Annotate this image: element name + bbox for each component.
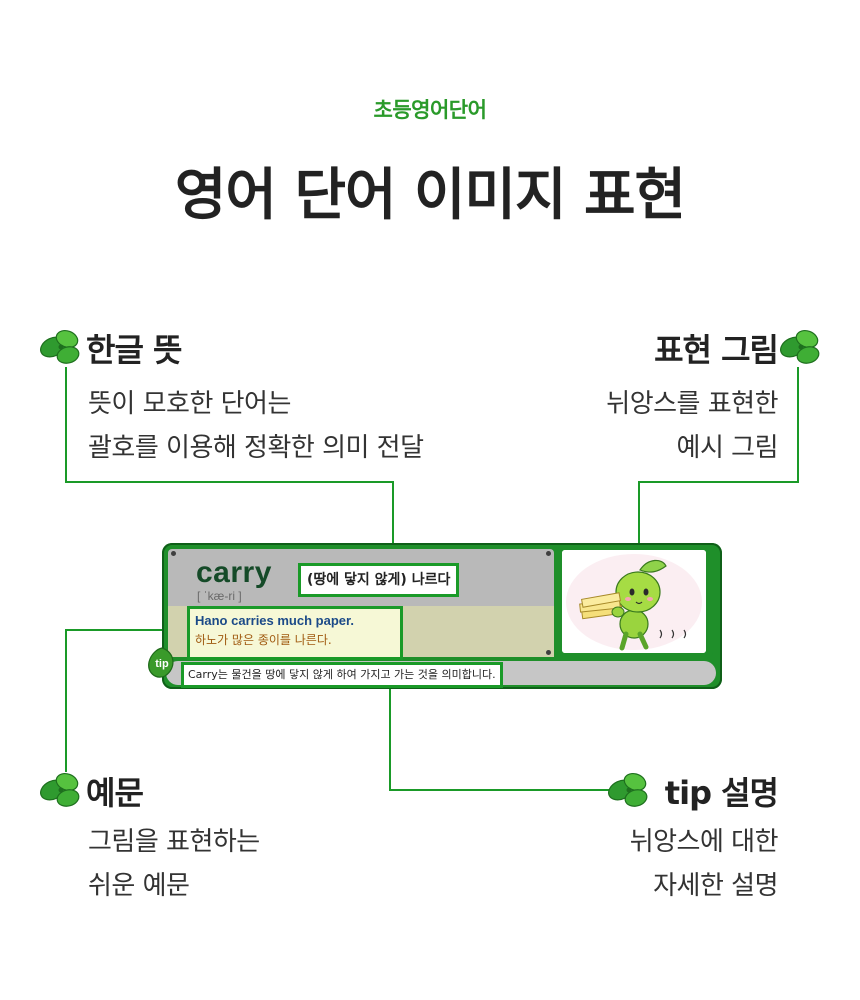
callout-meaning-line-2: 괄호를 이용해 정확한 의미 전달 <box>88 433 424 463</box>
tip-leaf-icon: tip <box>148 647 174 678</box>
card-meaning-box: (땅에 닿지 않게) 나르다 <box>298 563 460 597</box>
rivet <box>546 551 551 556</box>
callout-tip-line-2: 자세한 설명 <box>653 871 778 901</box>
card-word: carry <box>196 556 272 589</box>
clover-leaf-icon <box>40 329 80 364</box>
page-title: 영어 단어 이미지 표현 <box>174 163 686 228</box>
clover-leaf-icon <box>40 772 80 807</box>
card-example-box: Hano carries much paper. 하노가 많은 종이를 나른다. <box>187 606 403 660</box>
callout-image-title: 표현 그림 <box>654 331 779 369</box>
card-picture <box>562 550 706 653</box>
connector-tip <box>389 684 610 791</box>
callout-tip-title: tip 설명 <box>664 774 779 812</box>
callout-image-line-2: 예시 그림 <box>676 433 779 463</box>
clover-leaf-icon <box>608 772 648 807</box>
callout-meaning-title: 한글 뜻 <box>86 331 182 369</box>
tip-badge-label: tip <box>155 658 169 670</box>
callout-meaning-line-1: 뜻이 모호한 단어는 <box>88 389 291 419</box>
clover-leaf-icon <box>780 329 820 364</box>
callout-example-title: 예문 <box>86 774 144 812</box>
tip-badge: tip <box>145 646 179 680</box>
callout-example-line-2: 쉬운 예문 <box>88 871 190 901</box>
rivet <box>171 551 176 556</box>
card-example-korean: 하노가 많은 종이를 나른다. <box>195 633 332 647</box>
card-pronunciation: [ ˈkæ-ri ] <box>197 589 242 603</box>
callout-image-line-1: 뉘앙스를 표현한 <box>606 389 778 419</box>
card-example-english: Hano carries much paper. <box>195 613 354 628</box>
card-tip-text: Carry는 물건을 땅에 닿지 않게 하여 가지고 가는 것을 의미합니다. <box>181 662 503 688</box>
callout-tip-line-1: 뉘앙스에 대한 <box>629 827 779 857</box>
page-subtitle: 초등영어단어 <box>373 98 487 122</box>
rivet <box>546 650 551 655</box>
callout-example-line-1: 그림을 표현하는 <box>88 827 260 857</box>
sprout-character-icon <box>566 554 702 651</box>
